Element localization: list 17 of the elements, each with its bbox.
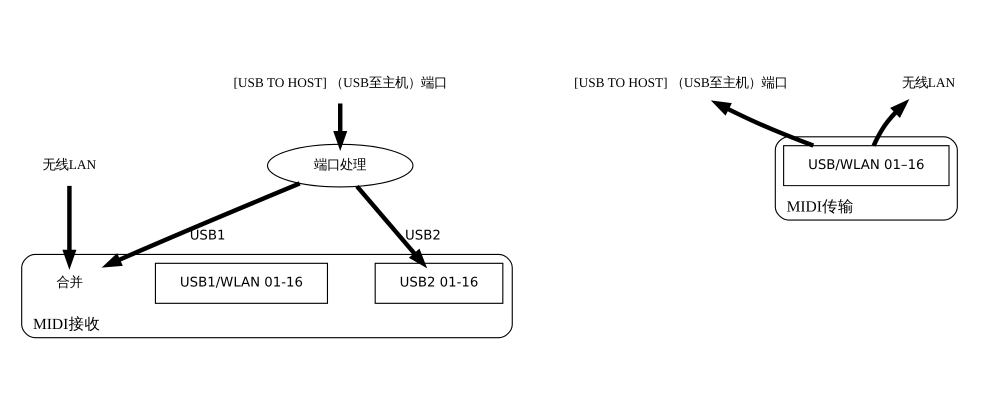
arrow (710, 100, 814, 148)
edge-label: USB1 (190, 228, 226, 244)
node-text: 无线LAN (42, 156, 96, 172)
arrow (62, 185, 76, 270)
node-box: USB1/WLAN 01-16 (154, 262, 328, 304)
arrow (102, 180, 301, 268)
node-ellipse: 端口处理 (266, 143, 414, 187)
edge-label: USB2 (405, 228, 441, 244)
node-text: [USB TO HOST] （USB至主机）端口 (574, 74, 788, 90)
node-text: 无线LAN (902, 74, 956, 90)
node-text: 合并 (56, 275, 82, 290)
node-box: USB2 01-16 (374, 262, 504, 304)
arrow (355, 184, 428, 268)
arrow (872, 98, 910, 146)
node-box: USB/WLAN 01–16 (783, 144, 950, 186)
node-text: [USB TO HOST] （USB至主机）端口 (233, 74, 447, 90)
arrow (333, 102, 348, 151)
